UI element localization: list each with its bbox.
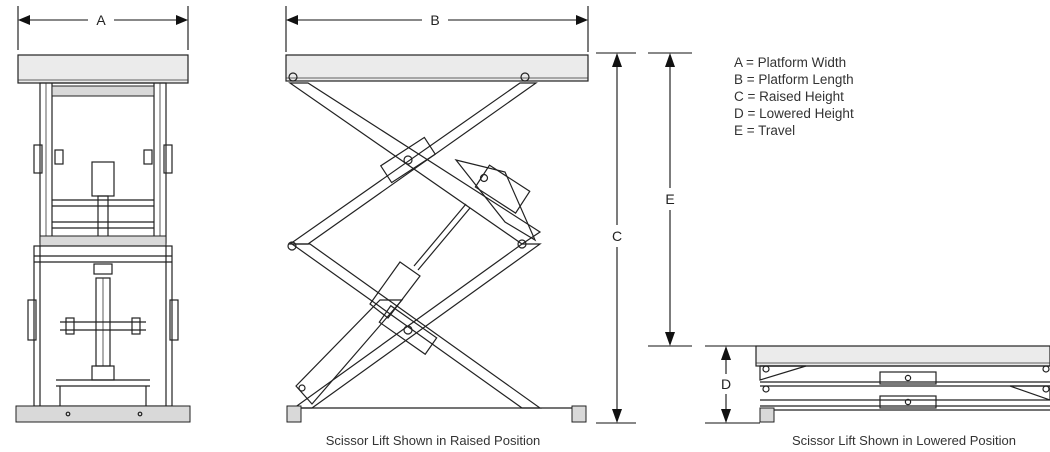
raised-platform	[285, 54, 589, 82]
caption-raised: Scissor Lift Shown in Raised Position	[326, 433, 541, 448]
label-b: B	[430, 12, 439, 28]
legend-item-d: D = Lowered Height	[734, 106, 854, 121]
caption-lowered: Scissor Lift Shown in Lowered Position	[792, 433, 1016, 448]
dimension-c	[596, 52, 636, 424]
label-d: D	[721, 376, 731, 392]
legend-item-c: C = Raised Height	[734, 89, 844, 104]
lowered-base-left	[759, 407, 775, 423]
raised-base-right	[571, 405, 587, 423]
raised-view: B	[285, 6, 589, 423]
label-a: A	[96, 12, 106, 28]
dimension-e	[648, 52, 692, 347]
lowered-bracket-upper	[879, 371, 937, 385]
dimension-d	[705, 345, 760, 424]
dimension-a	[17, 6, 189, 50]
dimension-b	[285, 6, 589, 52]
end-view-base	[15, 405, 191, 423]
end-view: A	[15, 6, 191, 423]
legend-item-a: A = Platform Width	[734, 55, 846, 70]
upper-scissor-arms	[287, 82, 542, 251]
lowered-view	[755, 345, 1050, 423]
hydraulic-cylinder	[298, 203, 471, 392]
label-e: E	[665, 191, 674, 207]
legend-item-e: E = Travel	[734, 123, 795, 138]
end-view-lower-frame	[27, 245, 179, 407]
legend-item-b: B = Platform Length	[734, 72, 854, 87]
raised-base-left	[286, 405, 302, 423]
lower-scissor-arms	[290, 243, 542, 409]
end-view-platform	[17, 54, 189, 84]
end-view-upper-frame	[33, 82, 173, 247]
label-c: C	[612, 228, 622, 244]
lowered-bracket-lower	[879, 395, 937, 409]
legend: A = Platform Width B = Platform Length C…	[734, 55, 854, 138]
